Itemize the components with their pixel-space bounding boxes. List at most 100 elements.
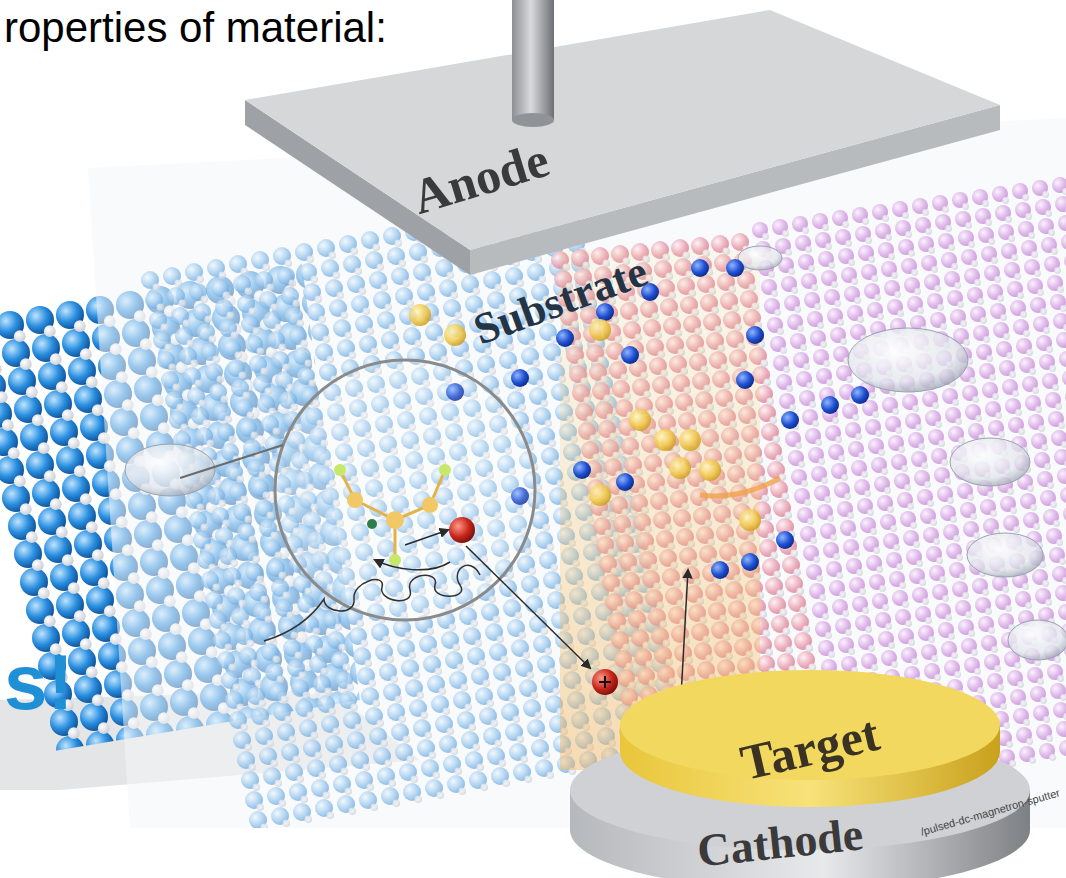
hydrogen-atom [549,667,557,675]
hydrogen-atom [74,320,86,332]
hydrogen-atom [317,647,325,655]
hydrogen-atom [32,414,44,426]
hydrogen-atom [547,543,555,551]
hydrogen-atom [409,651,417,659]
hydrogen-atom [263,263,271,271]
hydrogen-atom [291,403,299,411]
hydrogen-atom [539,731,547,739]
hydrogen-atom [489,595,497,603]
hydrogen-atom [403,735,411,743]
hydrogen-atom [291,631,299,639]
hydrogen-atom [157,303,165,311]
hydrogen-atom [307,255,315,263]
hydrogen-atom [333,727,341,735]
hydrogen-atom [531,691,539,699]
hydrogen-atom [277,675,285,683]
hydrogen-atom [365,659,373,667]
hydrogen-atom [447,727,455,735]
hydrogen-atom [153,283,161,291]
hydrogen-atom [537,607,545,615]
hydrogen-atom [770,416,778,424]
hydrogen-atom [249,535,257,543]
hydrogen-atom [337,747,345,755]
hydrogen-atom [451,747,459,755]
hydrogen-atom [413,671,421,679]
hydrogen-atom [475,639,483,647]
hydrogen-atom [479,659,487,667]
hydrogen-atom [239,371,247,379]
hydrogen-atom [321,667,329,675]
hydrogen-atom [253,783,261,791]
hydrogen-atom [161,323,169,331]
hydrogen-atom [525,775,533,783]
hydrogen-atom [301,795,309,803]
hydrogen-atom [44,615,56,627]
hydrogen-atom [191,359,199,367]
hydrogen-atom [319,315,327,323]
hydrogen-atom [417,691,425,699]
hydrogen-atom [273,427,281,435]
hydrogen-atom [243,391,251,399]
hydrogen-atom [245,287,253,295]
hydrogen-atom [217,375,225,383]
hydrogen-atom [74,755,86,767]
hydrogen-atom [299,671,307,679]
lattice-atom [86,731,114,759]
hydrogen-atom [403,279,411,287]
hydrogen-atom [245,743,253,751]
hydrogen-atom [179,299,187,307]
hydrogen-atom [395,695,403,703]
hydrogen-atom [373,699,381,707]
hydrogen-atom [241,723,249,731]
hydrogen-atom [297,319,305,327]
hydrogen-atom [213,355,221,363]
hydrogen-atom [523,651,531,659]
hydrogen-atom [62,554,74,566]
hydrogen-atom [271,303,279,311]
hydrogen-atom [473,743,481,751]
hydrogen-atom [205,543,213,551]
hydrogen-atom [257,803,265,811]
hydrogen-atom [507,571,515,579]
hydrogen-atom [461,683,469,691]
hydrogen-atom [255,679,263,687]
hydrogen-atom [381,283,389,291]
hydrogen-atom [341,311,349,319]
hydrogen-atom [92,549,104,561]
hydrogen-atom [263,719,271,727]
hydrogen-atom [393,343,401,351]
hydrogen-atom [98,722,110,734]
hydrogen-atom [515,611,523,619]
hydrogen-atom [389,779,397,787]
hydrogen-atom [80,348,92,360]
hydrogen-atom [44,470,56,482]
hydrogen-atom [0,363,2,375]
hydrogen-atom [293,755,301,763]
hydrogen-atom [221,623,229,631]
hydrogen-atom [371,803,379,811]
hydrogen-atom [305,587,313,595]
hydrogen-atom [311,275,319,283]
hydrogen-atom [459,787,467,795]
hydrogen-atom [791,549,799,557]
lattice-atom [56,736,84,764]
hydrogen-atom [794,568,802,576]
hydrogen-atom [285,715,293,723]
hydrogen-atom [395,239,403,247]
hydrogen-atom [62,409,74,421]
hydrogen-atom [323,791,331,799]
hydrogen-atom [8,447,20,459]
hydrogen-atom [447,271,455,279]
hydrogen-atom [271,759,279,767]
hydrogen-atom [521,755,529,763]
hydrogen-atom [465,703,473,711]
hydrogen-atom [325,687,333,695]
panel-lattice [141,177,1066,831]
hydrogen-atom [14,475,26,487]
hydrogen-atom [435,667,443,675]
hydrogen-atom [279,571,287,579]
hydrogen-atom [26,531,38,543]
hydrogen-atom [0,391,8,403]
hydrogen-atom [20,358,32,370]
hydrogen-atom [367,327,375,335]
